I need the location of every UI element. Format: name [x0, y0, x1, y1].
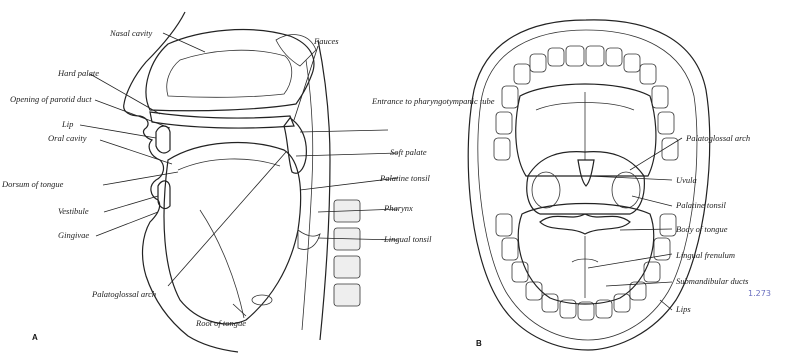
label-b-uvula: Uvula: [676, 175, 697, 185]
label-a-root-of-tongue: Root of tongue: [195, 318, 246, 328]
label-b-palatoglossal-arch: Palatoglossal arch: [685, 133, 750, 143]
label-a-fauces: Fauces: [313, 36, 339, 46]
panel-a-sagittal-section: [80, 12, 398, 352]
label-a-vestibule: Vestibule: [58, 206, 89, 216]
handwritten-note: 1.273: [748, 289, 771, 298]
label-b-palatine-tonsil: Palatine tonsil: [675, 200, 726, 210]
label-a-nasal-cavity: Nasal cavity: [109, 28, 152, 38]
label-a-soft-palate: Soft palate: [390, 147, 427, 157]
panel-a-letter: A: [32, 333, 38, 342]
label-a-gingivae: Gingivae: [58, 230, 89, 240]
label-a-dorsum-of-tongue: Dorsum of tongue: [1, 179, 64, 189]
label-a-opening-parotid-duct: Opening of parotid duct: [10, 94, 92, 104]
label-b-lips: Lips: [675, 304, 691, 314]
label-a-entrance-pharyngotympanic-tube: Entrance to pharyngotympanic tube: [371, 96, 495, 106]
label-a-palatoglossal-arch: Palatoglossal arch: [91, 289, 156, 299]
label-a-oral-cavity: Oral cavity: [48, 133, 87, 143]
label-a-lip: Lip: [61, 119, 73, 129]
label-a-hard-palate: Hard palate: [57, 68, 99, 78]
panel-b-letter: B: [476, 339, 482, 348]
label-b-lingual-frenulum: Lingual frenulum: [675, 250, 735, 260]
label-a-pharynx: Pharynx: [383, 203, 413, 213]
label-a-lingual-tonsil: Lingual tonsil: [383, 234, 432, 244]
panel-b-open-mouth: [468, 20, 710, 350]
label-b-submandibular-ducts: Submandibular ducts: [676, 276, 749, 286]
label-b-body-of-tongue: Body of tongue: [676, 224, 728, 234]
label-a-palatine-tonsil: Palatine tonsil: [379, 173, 430, 183]
